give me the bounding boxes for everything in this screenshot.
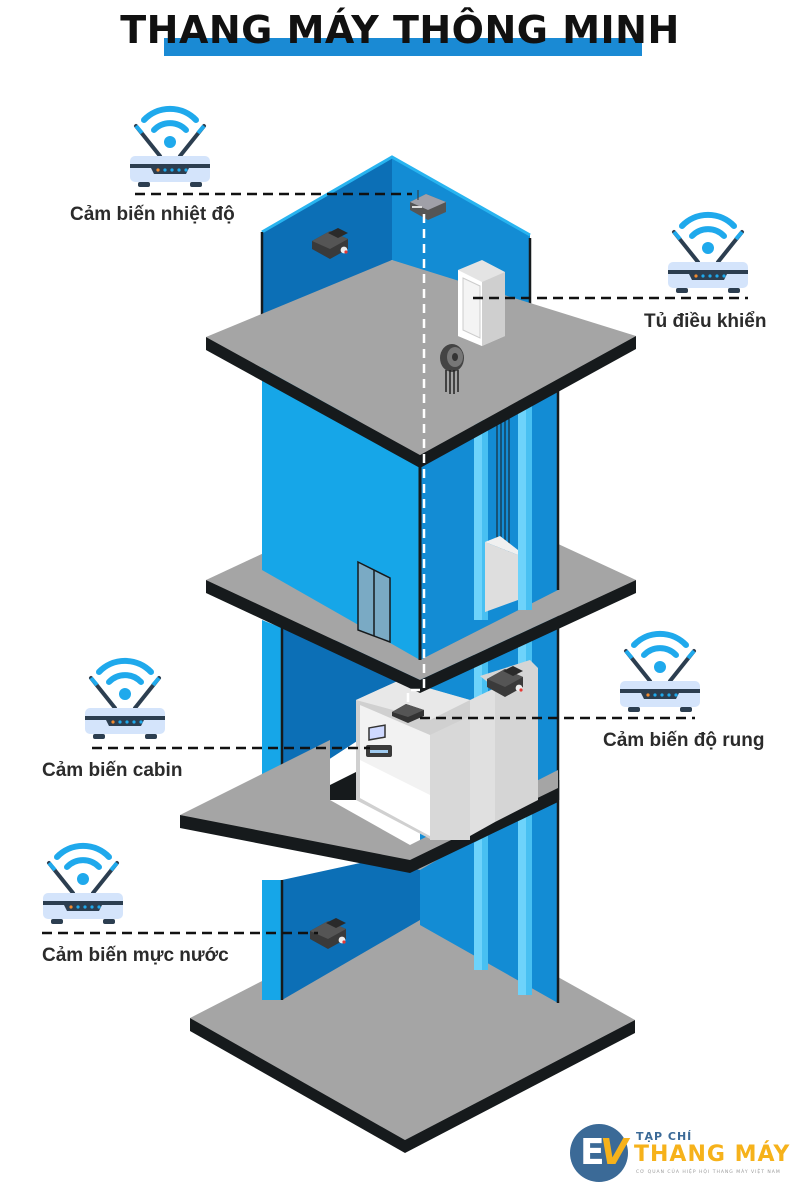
logo-big-text: THANG MÁY (634, 1142, 791, 1167)
shaft-upper (262, 360, 560, 660)
wifi-router-icon (130, 109, 210, 187)
page-title: THANG MÁY THÔNG MINH (120, 8, 680, 52)
cabin-sensor-device-icon (392, 704, 424, 723)
wifi-router-icon (85, 661, 165, 739)
logo-circle (570, 1124, 628, 1182)
temperature-sensor-device-icon (410, 190, 446, 220)
elevator-cabin (356, 660, 538, 840)
title-block: THANG MÁY THÔNG MINH (0, 0, 800, 70)
floor-level-1 (190, 900, 635, 1153)
label-vibration-sensor: Cảm biến độ rung (603, 730, 765, 751)
label-water-level-sensor: Cảm biến mực nước (42, 945, 229, 966)
wifi-router-icon (620, 634, 700, 712)
label-cabin-sensor: Cảm biến cabin (42, 760, 183, 781)
wifi-router-icon (43, 846, 123, 924)
title-underline-bar (164, 38, 642, 56)
brand-logo: E V TẠP CHÍ THANG MÁY CƠ QUAN CỦA HIỆP H… (570, 1124, 795, 1184)
wifi-router-icon (668, 215, 748, 293)
logo-letter-v: V (600, 1132, 628, 1173)
label-control-cabinet: Tủ điều khiển (644, 311, 767, 332)
logo-letter-e: E (580, 1132, 605, 1173)
logo-tagline: CƠ QUAN CỦA HIỆP HỘI THANG MÁY VIỆT NAM (636, 1170, 781, 1175)
label-temperature-sensor: Cảm biến nhiệt độ (70, 204, 235, 225)
logo-small-text: TẠP CHÍ (636, 1130, 693, 1143)
wire-vertical (406, 214, 426, 704)
